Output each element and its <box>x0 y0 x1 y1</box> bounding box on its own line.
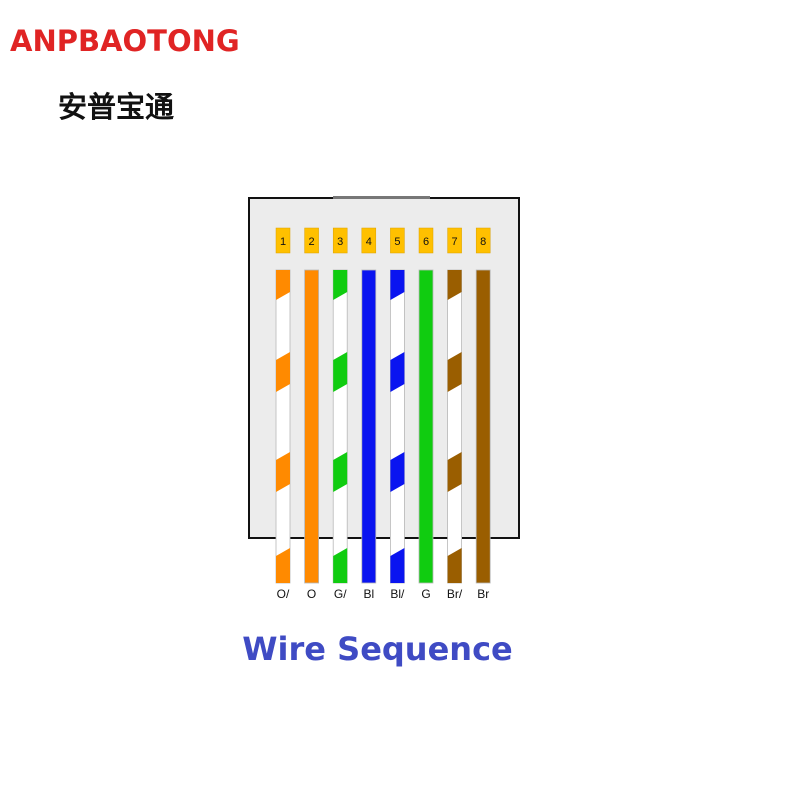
pin-number: 2 <box>309 236 315 248</box>
wire-pin-7: 7Br/ <box>447 227 463 601</box>
wire-label: G <box>421 587 430 601</box>
wire-pin-4: 4Bl <box>361 227 377 601</box>
wire-pin-8: 8Br <box>475 227 491 601</box>
pin-number-box <box>361 227 377 254</box>
rj45-connector-body <box>248 197 520 539</box>
wire-stripe <box>333 270 348 300</box>
wire-label: Br/ <box>447 587 463 601</box>
wire-label: Br <box>477 587 489 601</box>
pin-number: 3 <box>337 236 343 248</box>
wire-pin-1: 1O/ <box>275 227 291 601</box>
wire-label: Bl <box>363 587 374 601</box>
wire-insulation <box>361 269 377 584</box>
wire-stripe <box>390 548 405 583</box>
wire-pin-2: 2O <box>304 227 320 601</box>
wire-stripe <box>447 548 462 583</box>
wire-insulation <box>389 269 405 584</box>
wire-label: G/ <box>334 587 347 601</box>
pin-number-box <box>275 227 291 254</box>
pin-number-box <box>304 227 319 254</box>
pin-number: 8 <box>480 236 486 248</box>
pin-number: 4 <box>366 236 372 248</box>
wire-stripe <box>276 452 290 492</box>
pin-number: 5 <box>394 236 400 248</box>
wire-stripe <box>333 452 348 492</box>
wire-pin-6: 6G <box>418 227 434 601</box>
pin-number-box <box>418 227 434 254</box>
wire-label: Bl/ <box>390 587 405 601</box>
wire-stripe <box>447 270 462 300</box>
wire-insulation <box>304 269 320 584</box>
pin-number-box <box>390 227 405 254</box>
wire-stripe <box>276 270 290 300</box>
pin-number: 1 <box>280 236 286 248</box>
wire-insulation <box>275 269 291 584</box>
wire-stripe <box>447 352 462 392</box>
wire-label: O/ <box>277 587 290 601</box>
brand-name-english: ANPBAOTONG <box>10 24 240 58</box>
wire-pin-5: 5Bl/ <box>389 227 405 601</box>
wire-label: O <box>307 587 316 601</box>
wire-stripe <box>333 352 348 392</box>
brand-name-chinese: 安普宝通 <box>58 90 175 124</box>
pin-number-box <box>447 227 462 254</box>
wire-stripe <box>390 452 405 492</box>
wire-insulation <box>447 269 463 584</box>
pin-number-box <box>332 227 348 254</box>
connector-notch <box>333 196 430 199</box>
wire-stripe <box>276 548 290 583</box>
wire-pin-3: 3G/ <box>332 227 348 601</box>
wire-stripe <box>333 548 348 583</box>
wire-insulation <box>475 269 491 584</box>
wire-insulation <box>332 269 348 584</box>
pin-number-box <box>475 227 491 254</box>
diagram-title: Wire Sequence <box>242 630 513 668</box>
wire-stripe <box>390 270 405 300</box>
wire-stripe <box>447 452 462 492</box>
wire-insulation <box>418 269 434 584</box>
wire-stripe <box>390 352 405 392</box>
pin-number: 7 <box>452 236 458 248</box>
pin-number: 6 <box>423 236 429 248</box>
wire-stripe <box>276 352 290 392</box>
